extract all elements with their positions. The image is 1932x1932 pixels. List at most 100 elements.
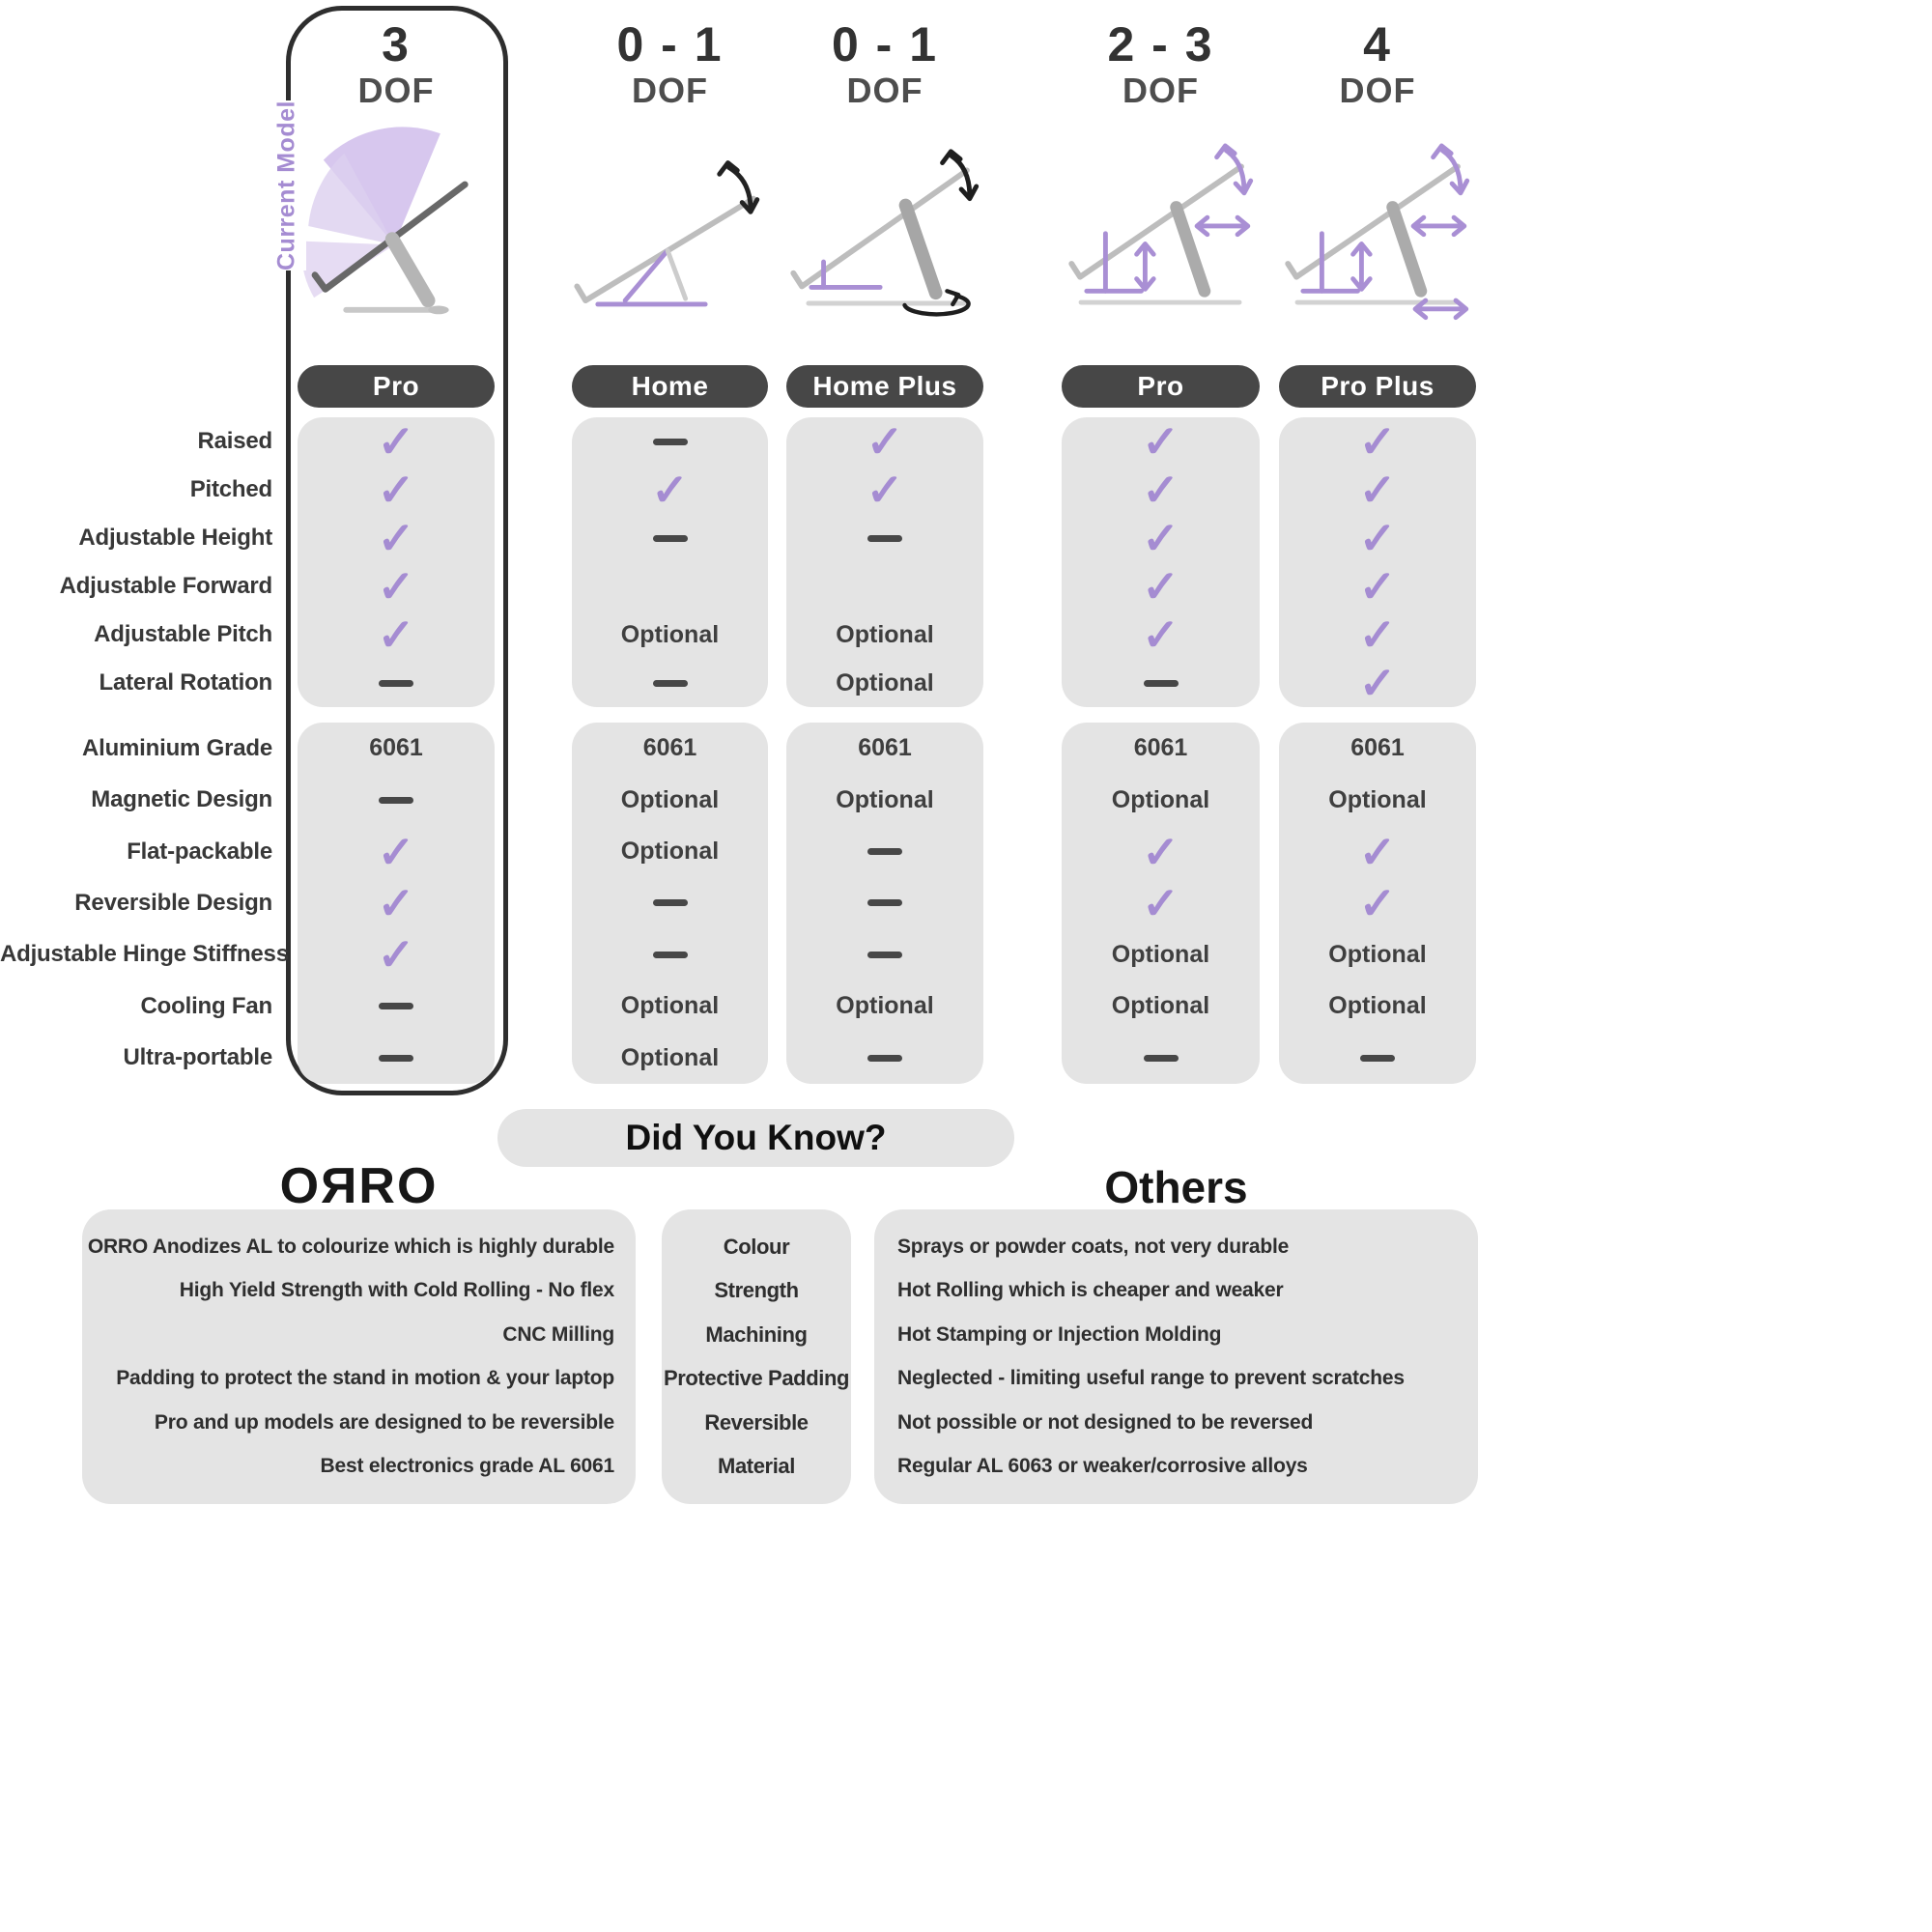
cell-text: Optional: [620, 620, 720, 648]
dyk-others-row: Hot Rolling which is cheaper and weaker: [897, 1279, 1284, 1302]
dof-header: 4 DOF: [1279, 19, 1476, 111]
check-icon: ✓: [377, 877, 415, 928]
dash-icon: [867, 519, 902, 557]
dyk-others-row: Sprays or powder coats, not very durable: [897, 1235, 1290, 1258]
cell-text: 6061: [1350, 734, 1405, 762]
dof-header: 3 DOF: [298, 19, 495, 111]
cell-text: Optional: [836, 785, 934, 813]
dash-icon: [379, 781, 413, 819]
dyk-category-row: Reversible: [704, 1409, 809, 1435]
dof-value: 4: [1363, 17, 1392, 71]
cell-text: Optional: [620, 838, 720, 866]
spec-panel: 6061✓✓✓: [298, 723, 495, 1084]
stand-home-plus-icon: [790, 149, 980, 317]
product-column-pro-current: 3 DOF Pro ✓✓✓✓✓ 6061✓✓✓: [298, 0, 495, 1101]
check-icon: ✓: [1142, 826, 1179, 877]
cell-text: Optional: [1328, 940, 1427, 968]
dof-caption: DOF: [632, 70, 708, 110]
row-label: Magnetic Design: [91, 786, 272, 813]
row-label: Ultra-portable: [123, 1044, 272, 1071]
dyk-others-row: Neglected - limiting useful range to pre…: [897, 1367, 1405, 1390]
dash-icon: [652, 422, 688, 461]
current-model-outline: [286, 6, 508, 1095]
stand-pro-plus-icon: [1285, 143, 1470, 321]
dof-header: 2 - 3 DOF: [1062, 19, 1260, 111]
feature-panel: ✓ Optional: [572, 417, 768, 707]
feature-panel: ✓✓✓✓✓✓: [1279, 417, 1476, 707]
check-icon: ✓: [866, 416, 904, 467]
cell-text: Optional: [1328, 992, 1427, 1020]
dyk-category-row: Material: [718, 1454, 795, 1479]
check-icon: ✓: [1358, 610, 1397, 660]
dof-caption: DOF: [1122, 70, 1199, 110]
check-icon: ✓: [1358, 561, 1397, 611]
check-icon: ✓: [1142, 465, 1179, 515]
dyk-category-row: Colour: [723, 1234, 790, 1259]
dash-icon: [867, 935, 902, 974]
check-icon: ✓: [377, 513, 415, 563]
dof-caption: DOF: [1339, 70, 1416, 110]
row-label: Lateral Rotation: [99, 669, 273, 696]
check-icon: ✓: [377, 416, 415, 467]
product-name-pill: Home: [572, 365, 768, 408]
check-icon: ✓: [1142, 416, 1179, 467]
stand-pro-icon: [1067, 143, 1253, 305]
dash-icon: [1143, 664, 1179, 702]
cell-text: Optional: [1328, 785, 1427, 813]
feature-panel: ✓✓✓✓✓: [298, 417, 495, 707]
check-icon: ✓: [1142, 610, 1179, 660]
check-icon: ✓: [866, 465, 904, 515]
check-icon: ✓: [377, 610, 415, 660]
dof-header: 0 - 1 DOF: [786, 19, 983, 111]
row-label: Flat-packable: [127, 838, 272, 865]
dyk-orro-row: ORRO Anodizes AL to colourize which is h…: [87, 1235, 614, 1258]
row-label: Raised: [197, 428, 272, 454]
dash-icon: [867, 884, 902, 923]
product-name-pill: Pro: [1062, 365, 1260, 408]
check-icon: ✓: [651, 465, 689, 515]
dyk-category-row: Machining: [705, 1321, 808, 1347]
cell-text: Optional: [836, 668, 934, 696]
row-label: Reversible Design: [74, 889, 272, 916]
dof-value: 3: [382, 17, 411, 71]
check-icon: ✓: [1358, 658, 1397, 708]
dyk-orro-row: Pro and up models are designed to be rev…: [154, 1410, 614, 1434]
row-label: Adjustable Height: [78, 525, 272, 551]
check-icon: ✓: [1142, 877, 1179, 928]
dyk-category-row: Protective Padding: [663, 1366, 850, 1391]
dof-caption: DOF: [357, 70, 435, 110]
dyk-orro-row: CNC Milling: [502, 1322, 614, 1346]
product-column-pro-plus: 4 DOF Pr: [1279, 0, 1476, 1101]
stand-pro-current-icon: [300, 127, 469, 315]
stand-illustration-home: [571, 114, 769, 334]
dof-value: 2 - 3: [1107, 17, 1214, 71]
row-label: Adjustable Hinge Stiffness: [0, 941, 289, 968]
cell-text: Optional: [836, 620, 934, 648]
row-label: Pitched: [189, 476, 272, 502]
check-icon: ✓: [377, 826, 415, 877]
stand-illustration-pro-plus: [1279, 114, 1477, 334]
dash-icon: [379, 664, 413, 702]
dash-icon: [1360, 1038, 1395, 1077]
check-icon: ✓: [1142, 561, 1179, 611]
cell-text: Optional: [620, 1043, 720, 1071]
dash-icon: [652, 884, 688, 923]
dof-header: 0 - 1 DOF: [572, 19, 768, 111]
stand-illustration-pro: [1062, 114, 1260, 334]
dash-icon: [379, 1038, 413, 1077]
dyk-others-row: Regular AL 6063 or weaker/corrosive allo…: [897, 1455, 1308, 1478]
row-label: Adjustable Forward: [59, 573, 273, 599]
check-icon: ✓: [1358, 416, 1397, 467]
dash-icon: [379, 987, 413, 1026]
check-icon: ✓: [377, 465, 415, 515]
check-icon: ✓: [377, 561, 415, 611]
product-name-pill: Pro: [298, 365, 495, 408]
orro-logo: OЯRO: [279, 1158, 439, 1214]
